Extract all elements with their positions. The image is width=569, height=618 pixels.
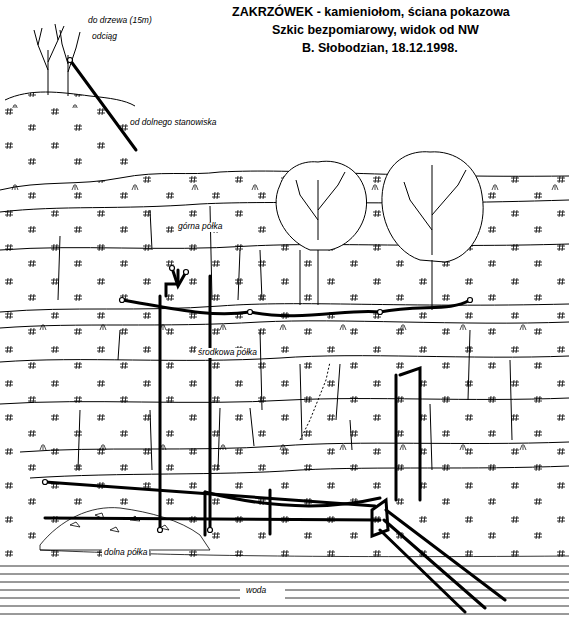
- big-trees: [276, 152, 483, 310]
- ledge-label: dolna półka: [102, 548, 149, 558]
- title: ZAKRZÓWEK - kamieniołom, ściana pokazowa: [230, 5, 512, 19]
- author-date: B. Słobodzian, 18.12.1998.: [300, 41, 460, 55]
- rope-note: do drzewa (15m): [86, 16, 154, 26]
- rope-note: od dolnego stanowiska: [128, 118, 218, 128]
- rock-wall: [0, 171, 569, 565]
- subtitle: Szkic bezpomiarowy, widok od NW: [270, 23, 481, 37]
- upper-outcrop: [5, 92, 135, 175]
- ledge-label: środkowa półka: [196, 348, 259, 358]
- water-label: woda: [244, 586, 268, 596]
- rope-lines: [45, 60, 505, 612]
- small-trees: [34, 24, 80, 96]
- rope-note: odciąg: [90, 32, 119, 42]
- ledge-label: górna półka: [176, 222, 224, 232]
- anchor-rings: [43, 58, 473, 533]
